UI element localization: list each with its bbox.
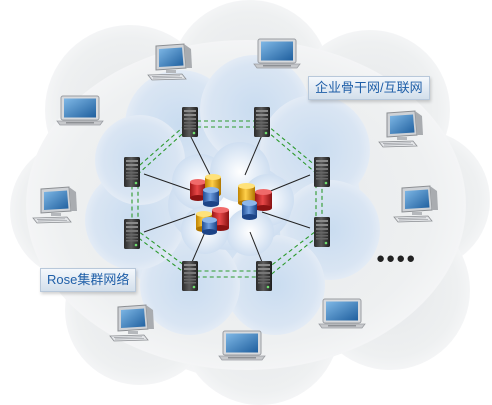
server-icon bbox=[254, 107, 270, 137]
laptop-icon bbox=[56, 95, 104, 126]
laptop-icon bbox=[318, 298, 366, 329]
database-icon bbox=[202, 217, 217, 235]
server-icon bbox=[124, 219, 140, 249]
laptop-icon bbox=[253, 38, 301, 69]
more-clients-ellipsis: ●●●● bbox=[376, 250, 417, 267]
laptop-icon bbox=[218, 330, 266, 361]
server-icon bbox=[256, 261, 272, 291]
database-icon bbox=[203, 187, 219, 207]
database-icons bbox=[190, 174, 272, 235]
server-icon bbox=[182, 261, 198, 291]
server-icon bbox=[314, 157, 330, 187]
cluster-network-label: Rose集群网络 bbox=[40, 268, 137, 292]
database-icon bbox=[190, 179, 206, 201]
backbone-network-label: 企业骨干网/互联网 bbox=[308, 76, 430, 100]
database-icon bbox=[255, 189, 272, 211]
database-icon bbox=[242, 200, 257, 220]
server-icon bbox=[314, 217, 330, 247]
cluster-spoke-links bbox=[143, 134, 311, 263]
server-icon bbox=[124, 157, 140, 187]
server-icon bbox=[182, 107, 198, 137]
